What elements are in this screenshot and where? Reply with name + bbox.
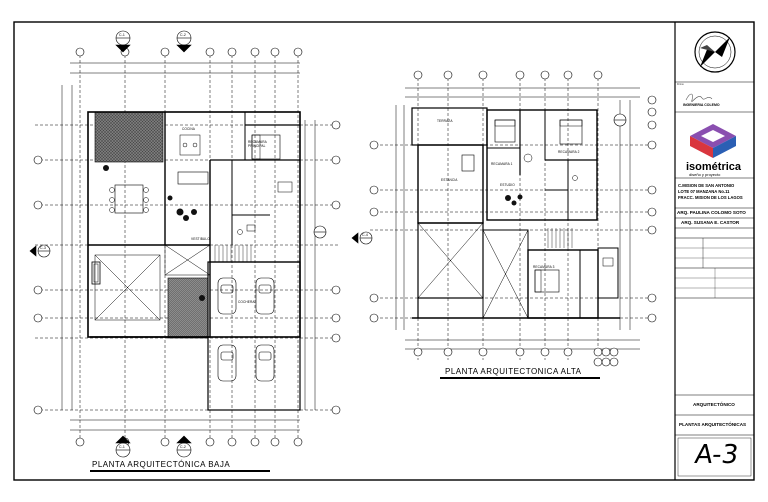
logo-tagline: diseño y proyecto <box>689 172 721 177</box>
room-label-cochera: COCHERA <box>238 300 255 304</box>
cut-label-c1-bottom: C-1 <box>119 445 125 449</box>
ground-floor-title-underline <box>90 470 270 472</box>
room-label-cocina: COCINA <box>182 127 195 131</box>
ground-floor-plan <box>35 55 340 440</box>
architect-1: ARQ. PAULINA COLOMO SOTO <box>677 210 746 215</box>
title-block <box>675 81 754 436</box>
upper-floor-title-underline <box>440 377 600 379</box>
isometrica-logo-icon <box>690 124 736 158</box>
upper-floor-title: PLANTA ARQUITECTONICA ALTA <box>445 367 582 376</box>
cut-label-c4-right: C-4 <box>362 233 368 237</box>
architect-2-cell: ARQ. SUSANA E. CASTOR <box>675 218 752 228</box>
discipline-cell: ARQUITECTÓNICO <box>675 395 752 415</box>
cut-label-c1-top: C-1 <box>119 33 125 37</box>
architect-1-cell: ARQ. PAULINA COLOMO SOTO <box>675 208 752 218</box>
owner-name: INGENIERIA COLEMO <box>683 103 720 107</box>
sheet-border <box>13 21 755 481</box>
address-line-3: FRACC. MISION DE LOS LAGOS <box>678 195 743 200</box>
sheet-name: PLANTAS ARQUITECTÓNICAS <box>679 422 747 427</box>
address-line-2: LOTE 07 MANZANA No.11 <box>678 189 730 194</box>
cut-label-c3-left: C-3 <box>40 246 46 250</box>
sheet-number: A-3 <box>692 440 741 470</box>
logo-cell: isométrica diseño y proyecto <box>675 112 752 178</box>
signature-label: Firma: <box>677 83 685 86</box>
address-line-1: C.MISION DE SAN ANTONIO <box>678 183 735 188</box>
discipline: ARQUITECTÓNICO <box>693 402 735 407</box>
room-label-terraza: TERRAZA <box>437 119 453 123</box>
ground-section-markers <box>29 30 327 458</box>
room-label-recamara-principal: RECAMARA PRINCIPAL <box>248 140 267 148</box>
room-label-estancia: ESTANCIA <box>441 178 458 182</box>
signature-icon <box>685 93 713 102</box>
logo-name: isométrica <box>686 161 742 173</box>
signature-cell: Firma: INGENIERIA COLEMO <box>675 82 752 112</box>
room-label-recamara-2: RECAMARA 2 <box>558 150 580 154</box>
ground-grid-bubbles <box>33 47 341 447</box>
ground-floor-title: PLANTA ARQUITECTÓNICA BAJA <box>92 460 231 469</box>
sheet-name-cell: PLANTAS ARQUITECTÓNICAS <box>675 415 752 435</box>
upper-grid-bubbles <box>369 70 657 367</box>
cut-label-c2-top: C-2 <box>180 33 186 37</box>
room-label-recamara-1: RECAMARA 1 <box>491 162 513 166</box>
upper-floor-plan <box>370 78 655 360</box>
north-arrow-icon <box>694 31 736 73</box>
handwritten-sheet-number-box <box>677 437 752 477</box>
project-address-cell: C.MISION DE SAN ANTONIO LOTE 07 MANZANA … <box>675 180 752 208</box>
architect-2: ARQ. SUSANA E. CASTOR <box>681 220 740 225</box>
upper-section-markers <box>351 113 627 245</box>
room-label-vestibulo: VESTIBULO <box>191 237 210 241</box>
cut-label-c2-bottom: C-2 <box>180 445 186 449</box>
room-label-recamara-3: RECAMARA 3 <box>533 265 555 269</box>
sheet-number-cell: A-3 <box>675 436 752 476</box>
room-label-estudio: ESTUDIO <box>500 183 515 187</box>
